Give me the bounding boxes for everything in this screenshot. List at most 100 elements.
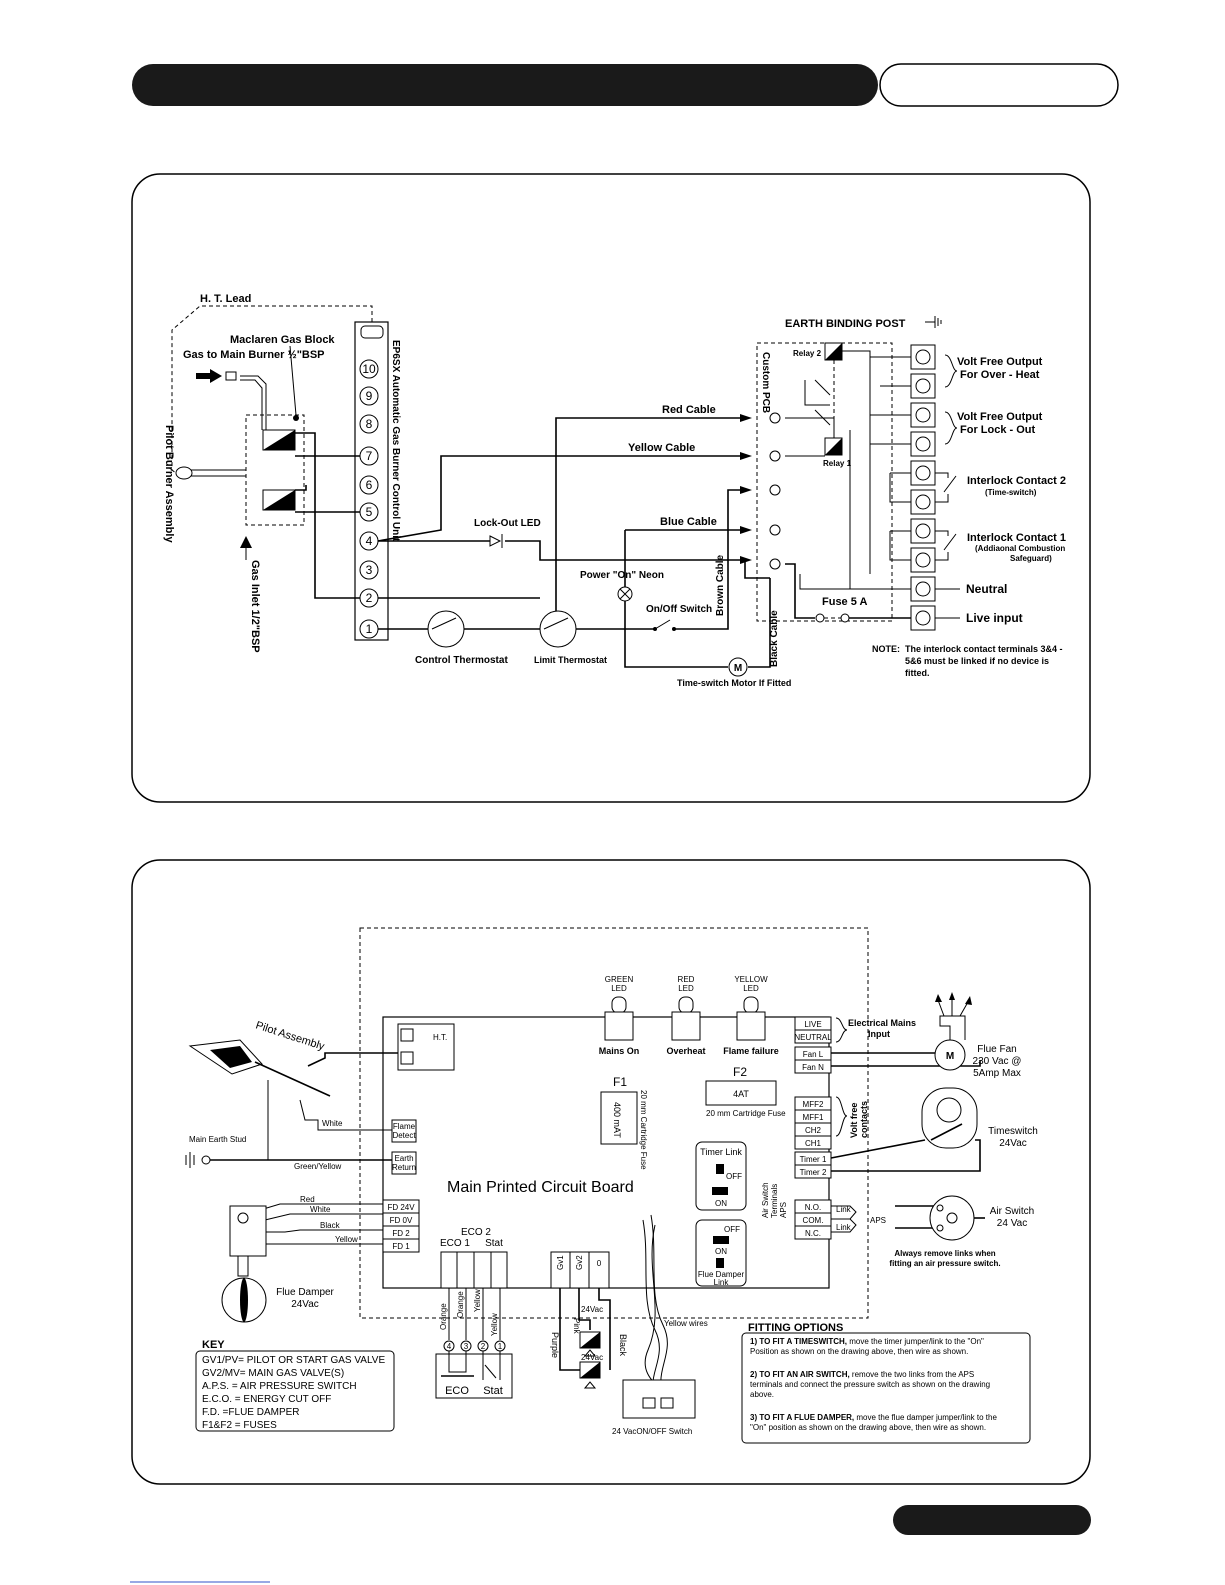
svg-text:1) TO FIT A TIMESWITCH, move t: 1) TO FIT A TIMESWITCH, move the timer j… [750, 1337, 984, 1346]
pink-wire-label: Pink [572, 1318, 581, 1335]
pilot-burner-label: Pilot Burner Assembly [163, 425, 175, 543]
mains-on-label: Mains On [599, 1046, 640, 1056]
f1-desc: 20 mm Cartridge Fuse [639, 1090, 648, 1170]
fd-wire-white: White [310, 1205, 331, 1214]
gas-main-burner-label: Gas to Main Burner ½"BSP [183, 349, 325, 361]
gas-valve-terminal-block [550, 1251, 610, 1289]
f2-value: 4AT [733, 1089, 749, 1099]
header-bar [132, 64, 878, 106]
terminal-label: 4 [366, 534, 373, 548]
terminal-label: 7 [366, 449, 373, 463]
timer-link [695, 1141, 747, 1211]
main-pcb [382, 1016, 830, 1289]
eco-num-3: 3 [464, 1342, 469, 1351]
terminal-fd24v: FD 24V [387, 1203, 415, 1212]
fd-wire-yellow: Yellow [335, 1235, 358, 1244]
eco-device-label: ECO [445, 1385, 469, 1397]
terminal-timer2: Timer 2 [800, 1168, 827, 1177]
terminal-label: 6 [366, 478, 373, 492]
aps-note-1: Always remove links when [894, 1249, 995, 1258]
note-line-1: The interlock contact terminals 3&4 - [905, 644, 1063, 654]
terminal-label: 3 [366, 563, 373, 577]
flue-damper-link-label-1: Flue Damper [698, 1270, 745, 1279]
air-switch-label-1: Air Switch [990, 1206, 1034, 1217]
onoff-switch-label: 24 VacON/OFF Switch [612, 1427, 692, 1436]
neutral-label: Neutral [966, 582, 1007, 596]
yellow-wires-label: Yellow wires [664, 1319, 708, 1328]
damper-off-label: OFF [724, 1225, 740, 1234]
yellow-led-label-1: YELLOW [734, 975, 768, 984]
fd-terminal-block: FD 24V FD 0V FD 2 FD 1 [382, 1199, 420, 1253]
mains-input-label-2: Input [868, 1029, 890, 1039]
interlock2-sub-label: (Time-switch) [985, 488, 1037, 497]
terminal-fan-n: Fan N [802, 1063, 824, 1072]
terminal-fd2: FD 2 [392, 1229, 410, 1238]
fit1-heading: 1) TO FIT A TIMESWITCH, [750, 1337, 847, 1346]
gas-inlet-label: Gas Inlet 1/2"BSP [249, 560, 261, 653]
svg-text:2) TO FIT AN AIR SWITCH, remov: 2) TO FIT AN AIR SWITCH, remove the two … [750, 1370, 974, 1379]
white-wire-label: White [322, 1119, 343, 1128]
eco-num-2: 2 [481, 1342, 486, 1351]
vfo-lockout-label-2: For Lock - Out [960, 424, 1036, 436]
timeswitch-motor-icon [728, 657, 748, 677]
control-thermostat-label: Control Thermostat [415, 655, 508, 666]
terminal-nc: N.C. [805, 1229, 821, 1238]
limit-thermostat-label: Limit Thermostat [534, 655, 607, 665]
ht-lead-wire [171, 305, 373, 479]
terminal-no: N.O. [805, 1203, 821, 1212]
timer-on-label: ON [715, 1199, 727, 1208]
key-box [195, 1350, 395, 1432]
limit-thermostat-icon [539, 610, 577, 648]
overheat-label: Overheat [666, 1046, 705, 1056]
terminal-ch2: CH2 [805, 1126, 822, 1135]
earth-icon [925, 316, 942, 328]
fit2-text-3: above. [750, 1390, 774, 1399]
eco2-label: ECO 2 [461, 1227, 491, 1238]
key-title: KEY [202, 1339, 225, 1351]
fitting-options-box [741, 1332, 1031, 1444]
svg-text:M: M [734, 663, 742, 674]
link-label-1: Link [836, 1205, 852, 1214]
control-thermostat-icon [427, 610, 465, 648]
eco1-label: ECO 1 [440, 1238, 470, 1249]
damper-on-label: ON [715, 1247, 727, 1256]
f2-label: F2 [733, 1065, 747, 1079]
control-unit-terminals: 10 9 8 7 6 5 4 3 2 1 [359, 359, 379, 639]
green-led-label-2: LED [611, 984, 627, 993]
timer-off-label: OFF [726, 1172, 742, 1181]
zero-label: 0 [597, 1259, 602, 1268]
wiring-diagram-panel-1 [131, 173, 1091, 803]
fuse-label: Fuse 5 A [822, 596, 867, 608]
black-wire-label: Black [618, 1334, 628, 1357]
fit1-text-2: Position as shown on the drawing above, … [750, 1347, 968, 1356]
aps-terminals-label-3: APS [779, 1202, 788, 1218]
timeswitch-label-1: Timeswitch [988, 1126, 1038, 1137]
aps-terminals-label-2: Terminals [770, 1184, 779, 1218]
timeswitch-motor-label: Time-switch Motor If Fitted [677, 678, 791, 688]
note-line-2: 5&6 must be linked if no device is [905, 656, 1049, 666]
terminal-neutral: NEUTRAL [794, 1033, 832, 1042]
key-item-6: F1&F2 = FUSES [202, 1420, 277, 1431]
flame-detect-label-1: Flame [393, 1122, 416, 1131]
eco-num-1: 1 [498, 1342, 503, 1351]
air-switch-label-2: 24 Vac [997, 1218, 1027, 1229]
timeswitch-label-2: 24Vac [999, 1138, 1027, 1149]
flue-damper-actuator [229, 1205, 267, 1257]
flue-damper-label-2: 24Vac [291, 1299, 319, 1310]
main-earth-stud-label: Main Earth Stud [189, 1135, 246, 1144]
flame-detect-label-2: Detect [392, 1131, 416, 1140]
flame-failure-label: Flame failure [723, 1046, 779, 1056]
flue-fan-label-3: 5Amp Max [973, 1068, 1021, 1079]
f2-desc: 20 mm Cartridge Fuse [706, 1109, 786, 1118]
aps-terminals-label-1: Air Switch [761, 1182, 770, 1218]
terminal-fan-l: Fan L [803, 1050, 824, 1059]
eco-num-4: 4 [447, 1342, 452, 1351]
control-unit-label: EP6SX Automatic Gas Burner Control Unit [390, 340, 401, 542]
gv2-label: Gv2 [575, 1255, 584, 1270]
fit3-heading: 3) TO FIT A FLUE DAMPER, [750, 1413, 854, 1422]
fit1-text: move the timer jumper/link to the "On" [847, 1337, 984, 1346]
eco-wire-2: Orange [456, 1291, 465, 1318]
vfo-overheat-label-1: Volt Free Output [957, 356, 1043, 368]
lockout-led-label: Lock-Out LED [474, 518, 541, 529]
